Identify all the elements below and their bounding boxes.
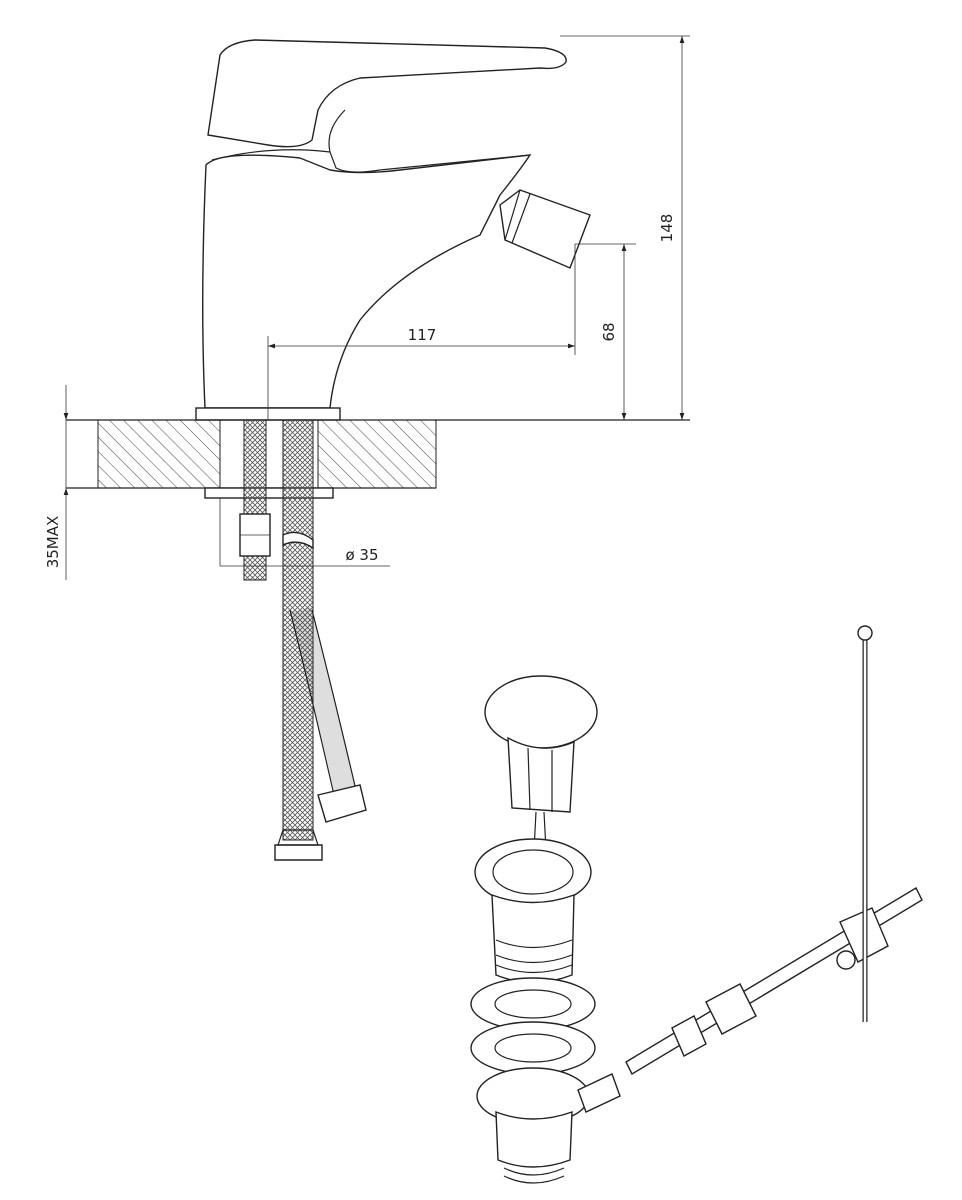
dim-35max: 35MAX bbox=[44, 516, 62, 569]
supply-hose-2 bbox=[289, 606, 356, 793]
popup-waste-assembly bbox=[470, 625, 923, 1184]
dim-148: 148 bbox=[658, 214, 676, 243]
dimensions: 148 68 117 35MAX ø 35 bbox=[44, 35, 690, 580]
dim-117: 117 bbox=[408, 326, 437, 344]
washer-2 bbox=[470, 1021, 596, 1075]
drain-body bbox=[474, 838, 592, 984]
rod-nut-1 bbox=[671, 1015, 707, 1057]
countertop-section bbox=[66, 419, 690, 861]
plug-cap bbox=[484, 675, 598, 851]
pivot-rod bbox=[625, 887, 923, 1075]
aerator bbox=[499, 189, 591, 269]
supply-hose bbox=[282, 419, 314, 841]
dim-68: 68 bbox=[600, 322, 618, 341]
tailpiece bbox=[476, 1067, 621, 1184]
dim-diameter-35: ø 35 bbox=[345, 546, 378, 564]
faucet-body bbox=[202, 154, 532, 409]
rod-nut-2 bbox=[705, 983, 757, 1035]
lift-rod bbox=[857, 625, 873, 1022]
faucet-side-view bbox=[195, 39, 591, 421]
lever-handle bbox=[207, 39, 567, 148]
